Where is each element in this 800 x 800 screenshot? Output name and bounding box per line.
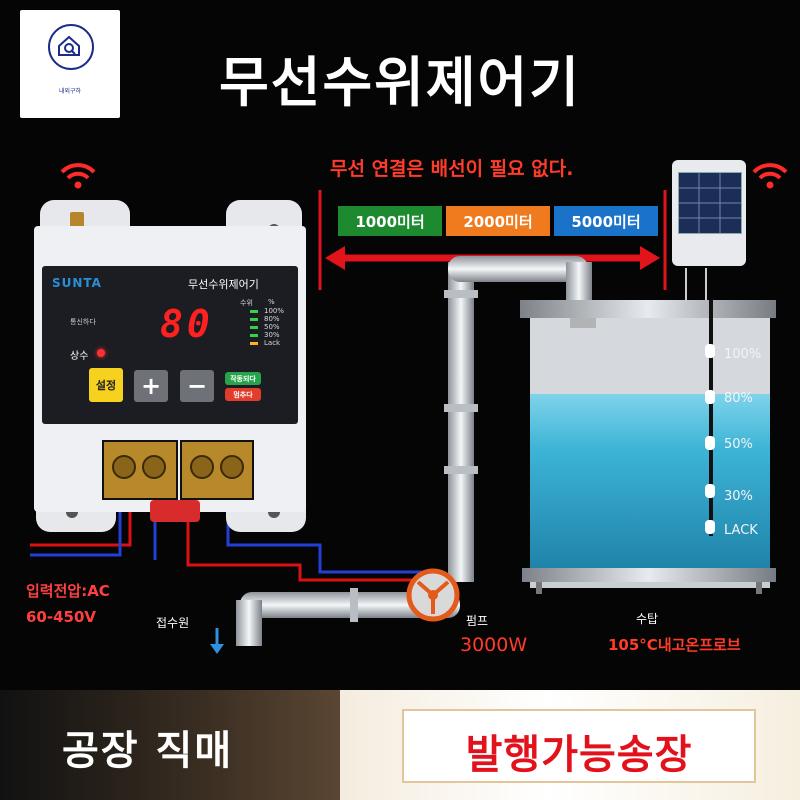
level-led [250,326,258,329]
pump-icon [406,568,460,622]
level-label: 80% [264,315,280,323]
input-voltage-label: 입력전압:AC 60-450V [26,578,110,630]
plus-button[interactable]: + [134,370,168,402]
cable-gland [150,500,200,522]
wireless-caption: 무선 연결은 배선이 필요 없다. [330,158,574,180]
invoice-text: 발행가능송장 [465,732,693,778]
terminal-screw [220,455,244,479]
level-label: 30% [264,331,280,339]
level-display: 80 [160,302,214,346]
probe-sensor [705,520,715,534]
comm-label: 통신하다 [70,318,96,326]
store-logo: 내외구하 [20,10,120,118]
page-title: 무선수위제어기 [219,51,581,114]
level-led [250,310,258,313]
probe-label: 105°C내고온프로브 [608,636,741,654]
factory-direct-text: 공장 직매 [62,728,234,774]
sensor-cable [685,268,687,304]
level-label: 100% [264,307,285,315]
distance-badge-5000: 5000미터 [554,206,658,236]
terminal-screw [142,455,166,479]
factory-banner [0,690,340,800]
solar-panel-icon [678,172,742,234]
tank-level-label: 80% [724,391,753,406]
water-source-label: 접수원 [156,616,190,630]
controller-title: 무선수위제어기 [188,278,259,291]
terminal-screw [190,455,214,479]
pump-power: 3000W [460,634,528,656]
sensor-cable [705,268,707,304]
wifi-icon [750,160,790,199]
terminal-screw [112,455,136,479]
logo-caption: 내외구하 [58,88,82,95]
distance-badge-2000: 2000미터 [446,206,550,236]
level-led [250,334,258,337]
brand-logo: SUNTA [52,276,102,290]
tank-level-label: 30% [724,489,753,504]
level-led [250,342,258,345]
down-arrow-icon [210,628,224,654]
probe-sensor [705,436,715,450]
power-label: 상수 [70,351,89,362]
input-voltage-line2: 60-450V [26,608,97,626]
level-led [250,318,258,321]
pump-label: 펌프 [466,614,489,628]
stop-button[interactable]: 멈추다 [225,388,261,401]
minus-button[interactable]: − [180,370,214,402]
start-button[interactable]: 작동되다 [225,372,261,385]
level-label: Lack [264,339,281,347]
power-led [97,349,105,357]
probe-sensor [705,390,715,404]
distance-badge-1000: 1000미터 [338,206,442,236]
water-tank [520,300,776,594]
tank-label: 수탑 [636,612,659,626]
probe-sensor [705,484,715,498]
house-search-icon [48,24,94,70]
input-voltage-line1: 입력전압:AC [26,582,110,600]
invoice-box [402,709,756,783]
set-button[interactable]: 설정 [89,368,123,402]
level-label: 50% [264,323,280,331]
probe-cable [709,300,713,536]
wifi-icon [58,160,98,199]
tank-level-label: 100% [724,347,762,362]
tank-level-label: LACK [724,523,758,538]
level-header: 수위 [240,299,253,307]
tank-level-label: 50% [724,437,753,452]
level-unit: % [268,298,275,306]
probe-sensor [705,344,715,358]
